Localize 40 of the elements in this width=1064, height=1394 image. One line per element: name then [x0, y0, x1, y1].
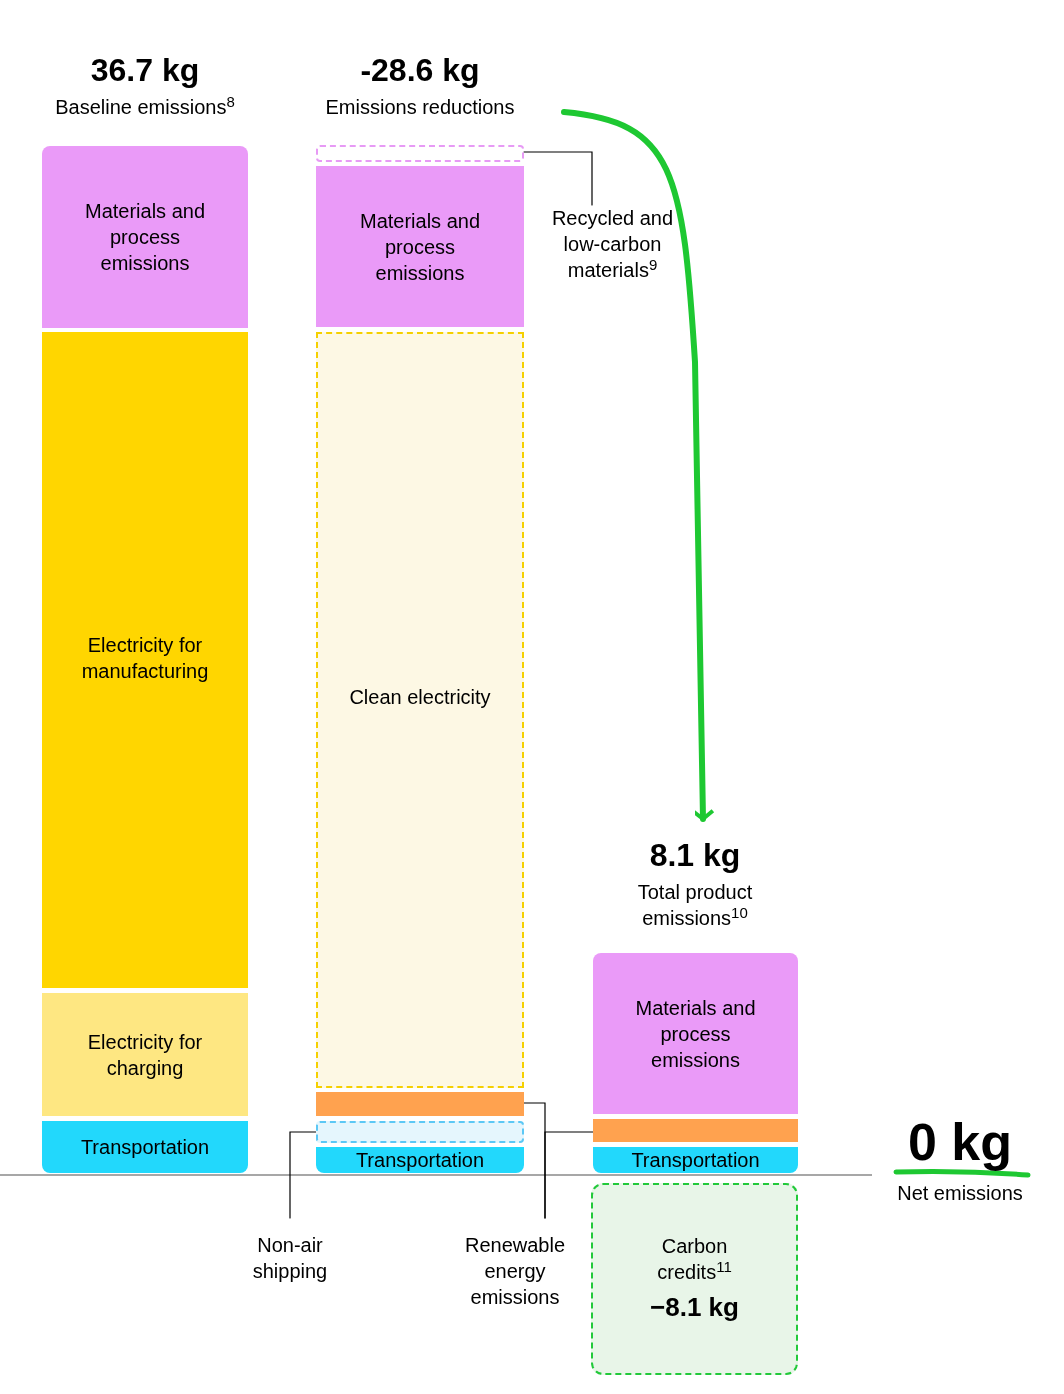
segment-label: Carbon credits$^{11}$ — [656, 1234, 733, 1285]
leader-line — [544, 1131, 594, 1219]
bar-segment — [42, 993, 248, 1116]
total-value: -28.6 kg — [360, 51, 480, 90]
bar-segment — [42, 146, 248, 328]
bar-segment — [42, 332, 248, 988]
total-caption: Baseline emissions$^{8}$ — [54, 94, 236, 120]
net-caption: Net emissions — [896, 1181, 1024, 1206]
total-caption: Emissions reductions — [324, 95, 516, 120]
segment-label: Materials and process emissions — [634, 995, 757, 1073]
segment-label: Transportation — [79, 1135, 211, 1160]
leader-line — [289, 1131, 317, 1219]
bar-segment — [593, 953, 798, 1114]
total-value: 8.1 kg — [649, 836, 741, 875]
segment-label: Clean electricity — [348, 685, 492, 710]
segment-label: Materials and process emissions — [83, 199, 207, 276]
dashed-segment — [316, 1121, 524, 1143]
bar-segment — [316, 332, 524, 1088]
callout-text: Recycled and low-carbon materials$^{9}$ — [545, 205, 680, 283]
bar-segment — [316, 166, 524, 327]
leader-line — [523, 151, 593, 206]
bar-segment — [316, 1147, 524, 1173]
curved-arrow — [561, 109, 715, 822]
bar-segment — [593, 1147, 798, 1173]
callout-text: Renewable energy emissions — [448, 1232, 582, 1310]
segment-label: Transportation — [354, 1148, 486, 1173]
bar-segment — [316, 1092, 524, 1116]
credit-box — [591, 1183, 798, 1375]
segment-label: Transportation — [630, 1148, 761, 1173]
segment-label: Electricity for manufacturing — [80, 633, 210, 684]
dashed-segment — [316, 145, 524, 162]
net-value: 0 kg — [906, 1112, 1014, 1172]
total-value: 36.7 kg — [90, 51, 200, 90]
segment-label: Electricity for charging — [86, 1029, 204, 1081]
total-caption: Total product emissions$^{10}$ — [636, 880, 754, 931]
callout-text: Non-air shipping — [225, 1232, 355, 1284]
credit-value: −8.1 kg — [650, 1291, 739, 1324]
bar-segment — [42, 1121, 248, 1173]
segment-label: Materials and process emissions — [358, 208, 482, 286]
bar-segment — [593, 1119, 798, 1142]
